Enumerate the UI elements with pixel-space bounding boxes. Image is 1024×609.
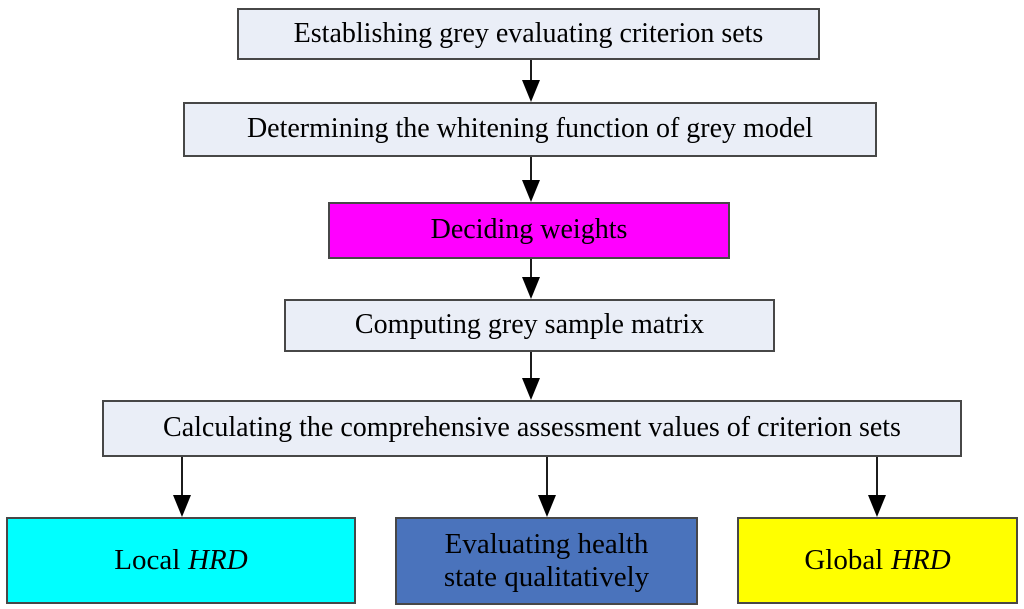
branch-arrow-middle	[538, 457, 556, 517]
flow-box-label: Determining the whitening function of gr…	[246, 113, 814, 145]
arrow-head-icon	[868, 495, 886, 517]
branch-arrow-right	[868, 457, 886, 517]
arrow-head-icon	[173, 495, 191, 517]
flow-box-label: Calculating the comprehensive assessment…	[163, 412, 901, 444]
flow-arrow-down	[522, 259, 540, 299]
branch-arrow-left	[173, 457, 191, 517]
arrow-line	[530, 157, 532, 180]
flow-box-deciding-weights: Deciding weights	[328, 202, 730, 259]
output-label-line1: Evaluating health	[444, 527, 649, 560]
arrow-line	[530, 60, 532, 80]
flow-arrow-down	[522, 352, 540, 400]
arrow-line	[546, 457, 548, 495]
arrow-line	[530, 259, 532, 277]
arrow-head-icon	[522, 80, 540, 102]
flow-box-label: Deciding weights	[430, 214, 628, 246]
flow-box-grey-sample-matrix: Computing grey sample matrix	[284, 299, 775, 352]
output-label-italic: HRD	[188, 543, 248, 576]
flow-box-establish-criteria: Establishing grey evaluating criterion s…	[237, 8, 820, 60]
arrow-head-icon	[538, 495, 556, 517]
flow-box-whitening-function: Determining the whitening function of gr…	[183, 102, 877, 157]
flow-box-comprehensive-assessment: Calculating the comprehensive assessment…	[102, 400, 962, 457]
arrow-head-icon	[522, 378, 540, 400]
output-label: Global	[804, 543, 884, 576]
flow-box-label: Computing grey sample matrix	[354, 309, 705, 341]
output-label-italic: HRD	[891, 543, 951, 576]
arrow-line	[876, 457, 878, 495]
arrow-head-icon	[522, 180, 540, 202]
flow-arrow-down	[522, 157, 540, 202]
arrow-line	[530, 352, 532, 378]
flow-box-label: Establishing grey evaluating criterion s…	[293, 17, 764, 49]
arrow-head-icon	[522, 277, 540, 299]
flow-arrow-down	[522, 60, 540, 102]
output-box-evaluate-health-state: Evaluating health state qualitatively	[395, 517, 698, 605]
output-label-line2: state qualitatively	[443, 561, 650, 593]
arrow-line	[181, 457, 183, 495]
output-label: Local	[114, 543, 181, 576]
